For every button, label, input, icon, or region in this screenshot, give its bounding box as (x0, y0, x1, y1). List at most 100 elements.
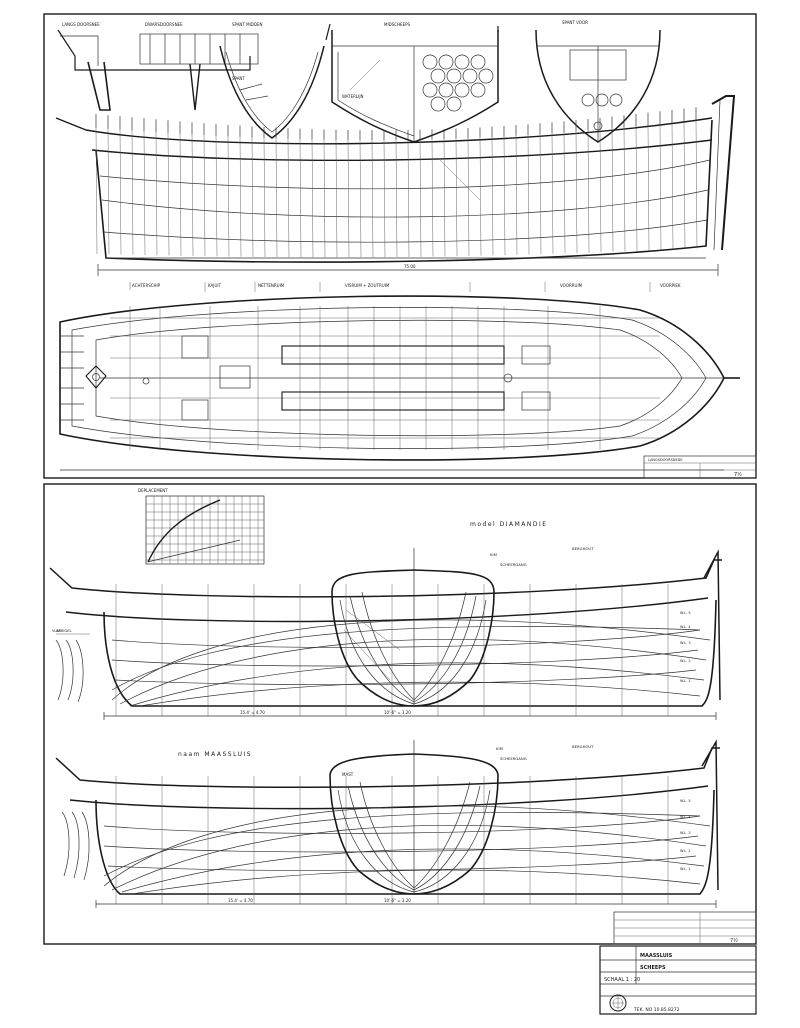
detail-label: SPANT MIDDEN (232, 22, 262, 27)
title-block-text: 7½ (734, 471, 742, 478)
dimension-label: 10'-6" = 3.20 (384, 898, 411, 903)
frame-line (575, 131, 578, 254)
frame-line (467, 138, 470, 256)
midship-section-detail: WATERLIJN MIDSCHEEPS (325, 22, 499, 143)
frame-line (167, 132, 170, 256)
title-block: MAASSLUIS SCHEEPS SCHAAL 1 : 20 TEK. NO … (599, 945, 757, 1015)
frame-line (107, 128, 110, 255)
displacement-graph: DEPLACEMENT (138, 488, 265, 565)
waterline-label: W.L. 5 (680, 611, 691, 615)
frame-line (671, 123, 674, 250)
title-block-text: LANGSDOORSNEDE (648, 458, 683, 462)
frame-line (239, 136, 242, 257)
frame-line (251, 137, 254, 257)
project-name-line-1: MAASSLUIS (640, 953, 673, 959)
station-lines (115, 776, 669, 904)
line-label: BERGHOUT (572, 744, 594, 749)
deck-plan-view (59, 295, 740, 471)
line-label: SCHEERGANG (500, 562, 527, 567)
compartment-label: NETTENRUIM (258, 283, 285, 288)
waterline-label: W.L. 2 (680, 659, 691, 663)
compartment-label: VISRUIM + ZOUTRUIM (345, 283, 390, 288)
frame-line (659, 124, 662, 250)
overall-length-dimension: 75.00 (404, 264, 416, 269)
compartment-label: VOORRUIM (560, 283, 583, 288)
waterline-label: W.L. 1 (680, 867, 691, 871)
lines-plan-upper: SPIEGEL KIM SCHEERGANG BERGHOUT W.L. 5 W… (49, 546, 722, 720)
compartment-label-row: ACHTERSCHIP KAJUIT NETTENRUIM VISRUIM + … (129, 282, 681, 292)
frame-line (503, 136, 506, 256)
line-label: BERGHOUT (572, 546, 594, 551)
frame-line (695, 120, 698, 249)
frame-line (191, 134, 194, 256)
frame-line (455, 138, 458, 257)
upper-title-block: LANGSDOORSNEDE 7½ (643, 455, 757, 479)
frame-line (155, 132, 158, 256)
frame-line (311, 139, 314, 258)
frame-line (383, 140, 386, 258)
line-label: KIM (496, 746, 503, 751)
revision-block: 7½ (613, 911, 757, 945)
frame-line (551, 133, 554, 254)
frame-line (443, 139, 446, 257)
scale-label: SCHAAL 1 : 20 (604, 977, 640, 983)
frame-line (347, 140, 350, 258)
waterline-label: W.L. 4 (680, 815, 691, 819)
frame-line (479, 137, 482, 256)
waterline-label: W.L. 3 (680, 831, 691, 835)
waterline-label: W.L. 3 (680, 641, 691, 645)
drawing-number: TEK. NO 10.85.8272 (633, 1007, 680, 1013)
detail-label: DWARSDOORSNEE (145, 22, 183, 27)
circular-seal-icon (609, 994, 627, 1012)
station-lines (115, 584, 669, 716)
lower-panel-frame (43, 483, 757, 945)
revision-block-text: 7½ (730, 937, 738, 944)
frame-line (287, 138, 290, 258)
frame-line (563, 132, 566, 254)
frame-line (431, 139, 434, 257)
frame-line (335, 139, 338, 258)
waterline-label: W.L. 4 (680, 625, 691, 629)
waterline-label: W.L. 2 (680, 849, 691, 853)
beam-section-detail: LANGS DOORSNEE DWARSDOORSNEE SPANT MIDDE… (57, 22, 262, 111)
upper-panel-frame (43, 13, 757, 479)
frame-line (395, 140, 398, 258)
detail-label: WATERLIJN (342, 94, 364, 99)
line-label: SCHEERGANG (500, 756, 527, 761)
waterline-label: VLAK (52, 629, 62, 633)
frame-line (143, 131, 146, 255)
line-label: KIM (490, 552, 497, 557)
waterline-label: W.L. 1 (680, 679, 691, 683)
graph-label: DEPLACEMENT (138, 488, 168, 493)
frame-line (215, 135, 218, 257)
compartment-label: KAJUIT (208, 283, 222, 288)
frame-line (179, 133, 182, 256)
barrel-stack (422, 54, 494, 112)
frame-line (491, 137, 494, 256)
detail-label: MIDSCHEEPS (384, 22, 411, 27)
frame-line (419, 139, 422, 257)
frame-line (203, 135, 206, 257)
side-elevation-view: 75.00 (55, 95, 736, 276)
dimension-label: 15.4' = 4.70 (228, 898, 253, 903)
side-frame-lines (95, 107, 698, 258)
compartment-label: VOORPIEK (660, 283, 681, 288)
detail-label: SPANT VOOR (562, 20, 588, 25)
frame-line (275, 138, 278, 258)
frame-line (95, 127, 98, 255)
bow-section-detail: SPANT VOOR (535, 20, 661, 143)
compartment-label: ACHTERSCHIP (132, 283, 161, 288)
frame-line (299, 139, 302, 258)
frame-line (611, 128, 614, 252)
detail-label: SPANT (232, 76, 245, 81)
project-name-line-2: SCHEEPS (640, 965, 666, 971)
lines-plan-lower: KIM SCHEERGANG BERGHOUT W.L. 5 W.L. 4 W.… (55, 739, 720, 908)
frame-line (635, 126, 638, 251)
frame-line (119, 129, 122, 255)
frame-line (359, 140, 362, 258)
frame-line (623, 127, 626, 252)
frame-line (647, 125, 650, 251)
dimension-label: 15.4' = 4.70 (240, 710, 265, 715)
